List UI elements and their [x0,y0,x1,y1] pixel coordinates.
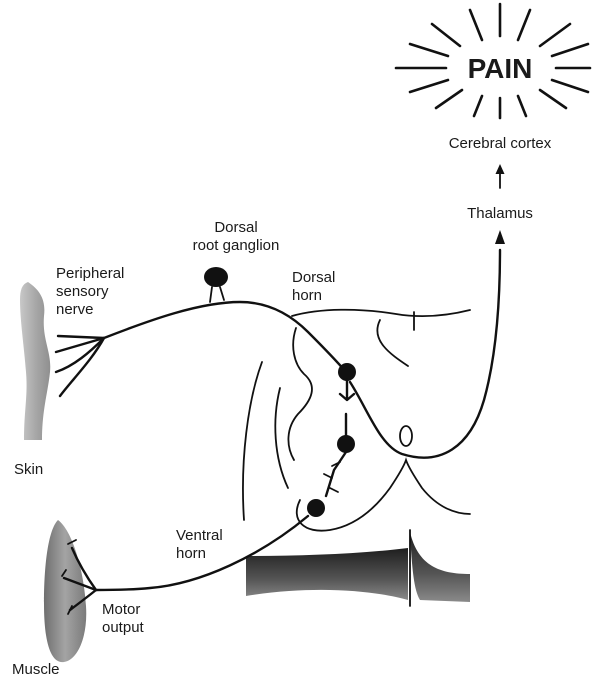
pain-label: PAIN [468,53,533,84]
dorsal-horn-label-1: Dorsal [292,269,335,286]
muscle-label: Muscle [12,661,60,678]
peripheral-nerve-label-3: nerve [56,301,94,318]
dorsal-root-ganglion [204,267,228,287]
motor-neuron [307,499,325,517]
spinal-cord-outline [243,310,470,531]
dorsal-horn-neuron [338,363,356,381]
interneuron [337,435,355,453]
skin-tissue [20,282,50,440]
thalamus-arrowhead [495,230,505,244]
ventral-root-band [246,548,408,600]
muscle-tissue [44,520,86,662]
peripheral-nerve-label-1: Peripheral [56,265,124,282]
dorsal-root-ganglion-label-1: Dorsal [214,219,257,236]
motor-output-label-2: output [102,619,145,636]
motor-output-label-1: Motor [102,601,140,618]
thalamus-label: Thalamus [467,205,533,222]
ventral-root-band-right [410,532,470,602]
ventral-horn-label-2: horn [176,545,206,562]
peripheral-nerve-label-2: sensory [56,283,109,300]
cortex-arrowhead [496,164,505,174]
ganglion-stalk [210,287,212,302]
ventral-horn-label-1: Ventral [176,527,223,544]
skin-label: Skin [14,461,43,478]
cerebral-cortex-label: Cerebral cortex [449,135,552,152]
dorsal-horn-label-2: horn [292,287,322,304]
ascending-tract [350,250,500,458]
peripheral-sensory-nerve [56,302,346,396]
dorsal-root-ganglion-label-2: root ganglion [193,237,280,254]
